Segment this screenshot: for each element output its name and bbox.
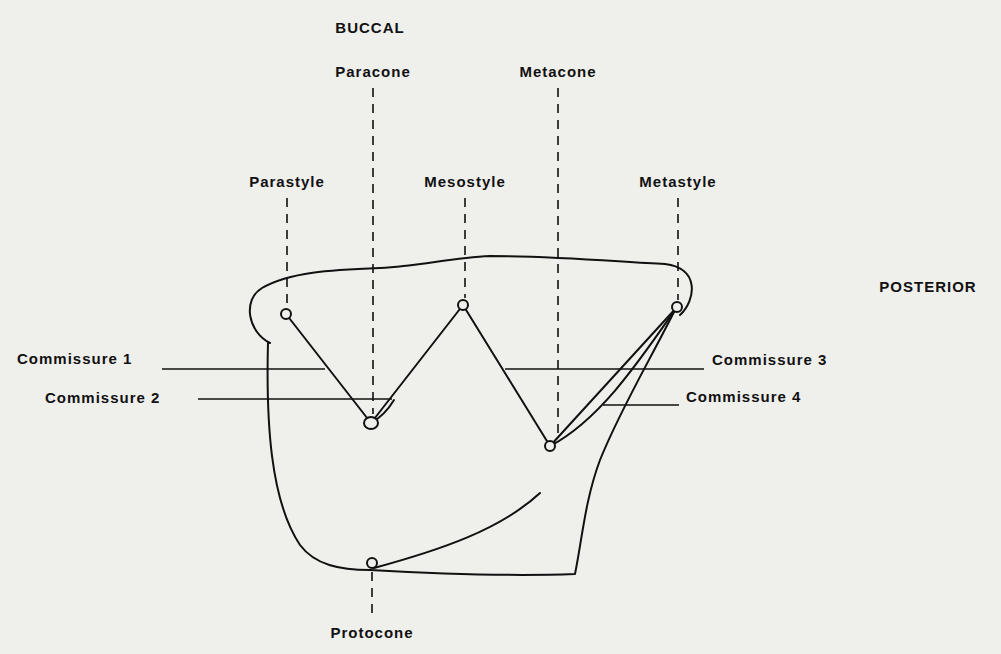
leader-line	[505, 368, 704, 369]
cusp-dot	[672, 302, 682, 312]
commissure-label: Commissure 4	[686, 388, 801, 406]
side-label: BUCCAL	[335, 19, 404, 37]
commissure-label: Commissure 3	[712, 351, 827, 369]
crown-outline	[268, 308, 676, 575]
leader-line	[286, 198, 288, 307]
leader-line	[603, 404, 679, 405]
side-label: POSTERIOR	[879, 278, 976, 296]
cusp-dot	[458, 300, 468, 310]
commissure-label: Commissure 2	[45, 389, 160, 407]
cusp-label: Protocone	[330, 624, 413, 642]
leader-line	[198, 398, 392, 399]
style-label: Parastyle	[249, 173, 325, 191]
leader-line	[371, 572, 373, 620]
cusp-dot	[545, 441, 555, 451]
ectoloph	[286, 305, 677, 446]
leader-line	[372, 88, 374, 414]
cusp-dot	[364, 417, 378, 429]
style-label: Mesostyle	[424, 173, 506, 191]
crown-outline	[250, 256, 692, 343]
cusp-label: Paracone	[335, 63, 411, 81]
leader-line	[677, 198, 679, 300]
style-label: Metastyle	[639, 173, 716, 191]
commissure-line	[550, 307, 677, 446]
cusp-label: Metacone	[519, 63, 596, 81]
protocone-crest	[374, 493, 540, 568]
leader-line	[557, 88, 559, 438]
cusp-dot	[367, 558, 377, 568]
leader-line	[464, 198, 466, 298]
commissure-label: Commissure 1	[17, 350, 132, 368]
leader-line	[162, 368, 325, 369]
cusp-dot	[281, 309, 291, 319]
